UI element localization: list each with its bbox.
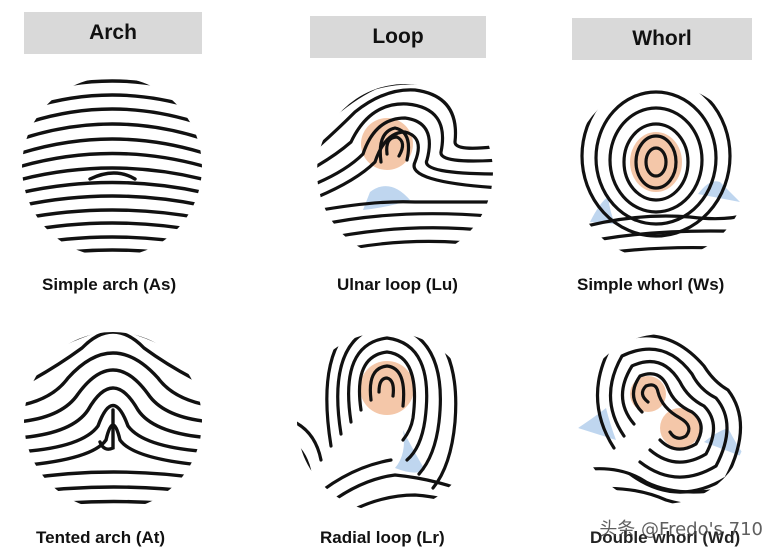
caption-simple-arch: Simple arch (As) [42,275,177,294]
simple-whorl-print [572,84,748,260]
core-highlight-upper [630,376,666,412]
tented-arch-print [24,332,202,510]
watermark: 头条 @Fredo's 710 [599,519,763,540]
header-whorl: Whorl [572,18,752,60]
caption-simple-whorl: Simple whorl (Ws) [577,275,725,294]
header-arch-label: Arch [89,21,137,44]
radial-loop-print [297,332,477,512]
caption-ulnar-loop: Ulnar loop (Lu) [337,275,458,294]
core-highlight-lower [660,408,700,448]
delta-highlight-right [698,181,740,202]
simple-arch-print [22,79,202,257]
delta-highlight [395,430,425,473]
header-arch: Arch [24,12,202,54]
header-loop-label: Loop [372,25,424,48]
delta-highlight [363,186,410,210]
caption-tented-arch: Tented arch (At) [36,528,166,547]
header-loop: Loop [310,16,486,58]
ulnar-loop-print [317,84,493,259]
core-highlight [360,361,414,415]
caption-radial-loop: Radial loop (Lr) [320,528,445,547]
double-whorl-print [578,334,748,504]
delta-highlight-left [578,408,616,440]
core-highlight [630,132,682,192]
header-whorl-label: Whorl [632,27,692,50]
caption-double-whorl: Double whorl (Wd) [590,528,741,547]
